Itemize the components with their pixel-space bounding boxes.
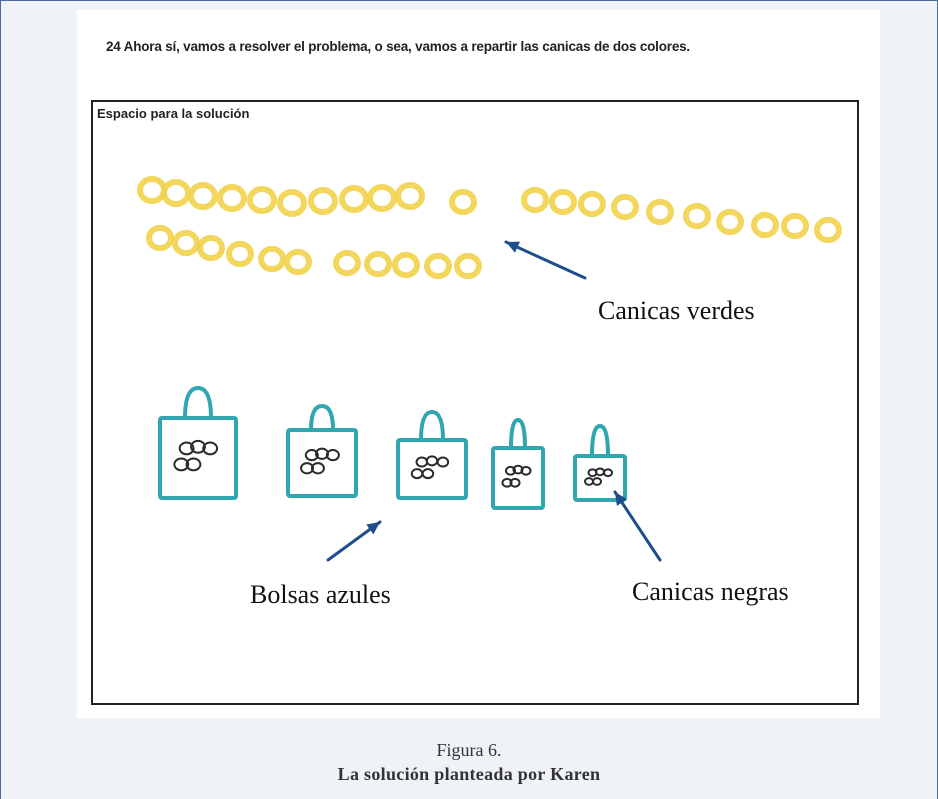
black-marble [603, 468, 613, 478]
yellow-marble [217, 183, 247, 213]
yellow-marble [277, 188, 307, 218]
bag-handle [590, 423, 610, 457]
bag-body [158, 416, 238, 500]
yellow-marble [364, 250, 392, 278]
black-marble [584, 477, 594, 486]
black-marble [325, 448, 340, 462]
blue-bag [491, 417, 545, 510]
black-marble [436, 456, 450, 468]
yellow-marble [258, 245, 286, 273]
worksheet-scan [77, 10, 880, 718]
yellow-marble [751, 211, 779, 239]
yellow-marble [646, 198, 674, 226]
blue-bag [573, 423, 627, 502]
black-marble [173, 457, 190, 472]
black-marble [410, 468, 424, 480]
yellow-marble [284, 248, 312, 276]
bag-handle [183, 385, 213, 419]
bag-body [286, 428, 358, 498]
yellow-marble [367, 183, 397, 213]
yellow-marble [716, 208, 744, 236]
yellow-marble [188, 181, 218, 211]
black-marble [520, 465, 532, 476]
figure-number: Figura 6. [436, 740, 502, 760]
yellow-marble [146, 224, 174, 252]
yellow-marble [549, 188, 577, 216]
blue-bag [158, 385, 238, 500]
yellow-marble [392, 251, 420, 279]
bag-body [396, 438, 468, 500]
bag-handle [419, 409, 445, 441]
yellow-marble [308, 186, 338, 216]
yellow-marble [521, 186, 549, 214]
yellow-marble [683, 202, 711, 230]
bag-handle [309, 403, 335, 431]
black-marble [501, 477, 513, 488]
black-marble [415, 456, 429, 468]
black-marble [421, 468, 435, 480]
yellow-marble [339, 184, 369, 214]
black-marble [425, 455, 439, 467]
arrow-line [504, 240, 587, 280]
label-canicas-verdes: Canicas verdes [598, 296, 755, 325]
arrows [326, 240, 662, 562]
yellow-marble [197, 234, 225, 262]
arrow-line [613, 490, 662, 562]
yellow-marble [161, 178, 191, 208]
arrow-head [366, 522, 380, 535]
black-marble [178, 441, 195, 456]
yellow-marble [226, 240, 254, 268]
bag-body [573, 454, 627, 502]
yellow-marble [454, 252, 482, 280]
yellow-marble [814, 216, 842, 244]
arrow-head [506, 241, 520, 253]
black-marble [304, 448, 319, 462]
yellow-marble [395, 181, 425, 211]
figure-title: La solución planteada por Karen [337, 764, 601, 784]
yellow-marble [247, 185, 277, 215]
yellow-marble [611, 193, 639, 221]
black-marble [185, 457, 202, 472]
yellow-marble [578, 190, 606, 218]
question-text: 24 Ahora sí, vamos a resolver el problem… [106, 39, 690, 54]
yellow-marble [424, 252, 452, 280]
black-marble [190, 439, 206, 454]
bag-body [491, 446, 545, 510]
black-marble [202, 441, 219, 456]
blue-bag [396, 409, 468, 500]
yellow-marble [333, 249, 361, 277]
black-marble [310, 462, 325, 475]
solution-box-label: Espacio para la solución [97, 106, 250, 121]
black-marble [592, 477, 602, 486]
yellow-marble [137, 175, 167, 205]
blue-bags [158, 385, 627, 510]
yellow-marbles [137, 175, 842, 280]
yellow-marble [172, 229, 200, 257]
label-canicas-negras: Canicas negras [632, 577, 789, 606]
solution-box [91, 100, 859, 705]
black-marble [300, 462, 315, 475]
blue-bag [286, 403, 358, 498]
yellow-marble [449, 188, 477, 216]
bag-handle [509, 417, 527, 449]
arrow-head [615, 492, 628, 506]
label-bolsas-azules: Bolsas azules [250, 580, 391, 609]
black-marble [509, 477, 521, 488]
black-marble [504, 465, 517, 476]
yellow-marble [781, 212, 809, 240]
